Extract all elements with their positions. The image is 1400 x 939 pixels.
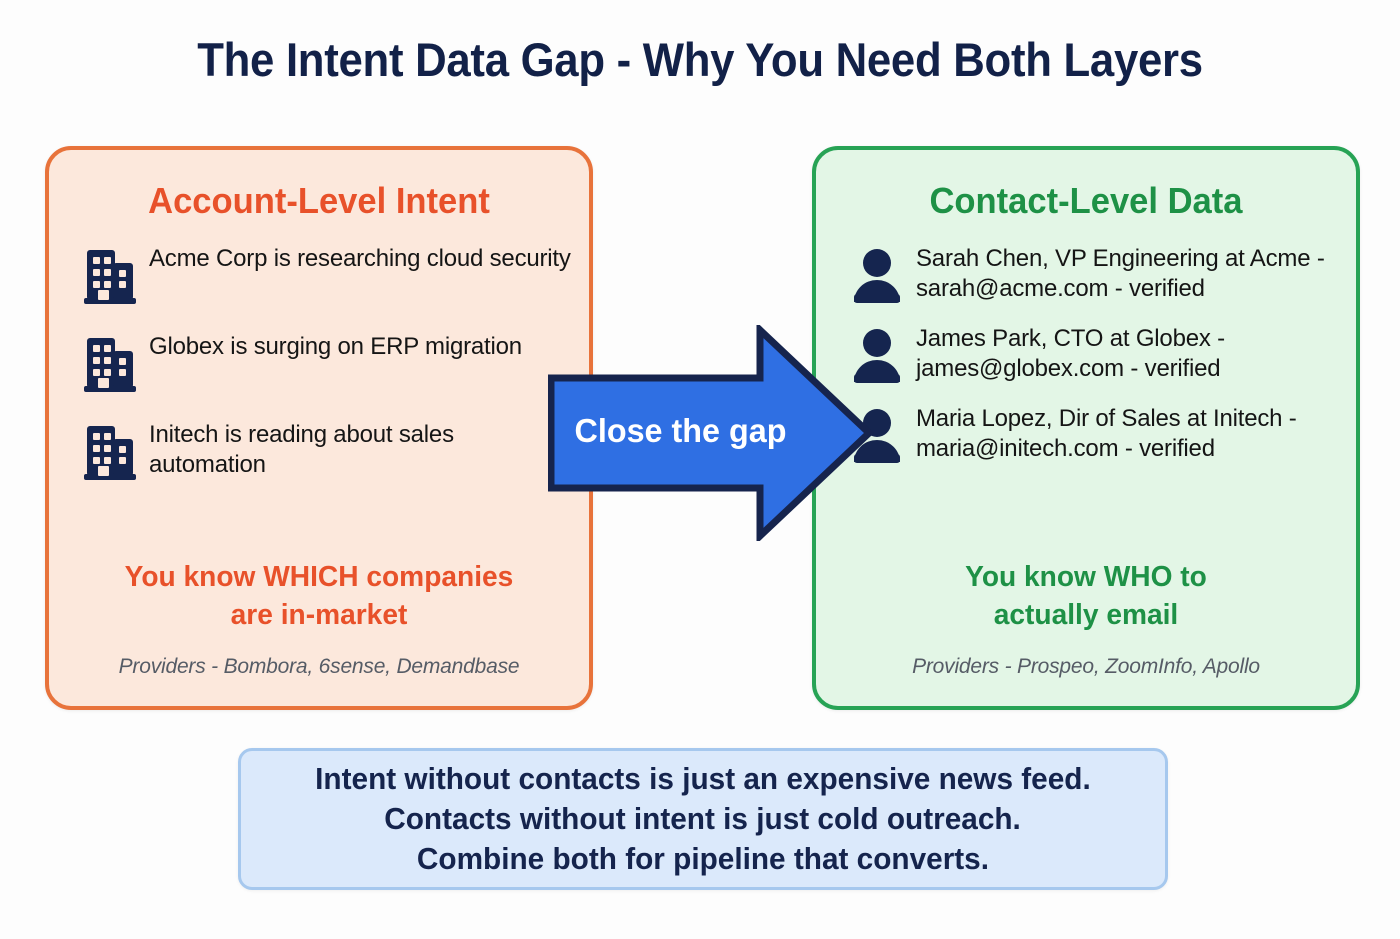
list-item: Sarah Chen, VP Engineering at Acme - sar… xyxy=(838,244,1338,306)
list-item-label: Maria Lopez, Dir of Sales at Initech - m… xyxy=(916,405,1297,463)
list-item: Acme Corp is researching cloud security xyxy=(71,244,571,306)
account-intent-list: Acme Corp is researching cloud security xyxy=(49,244,589,482)
summary-line-2: Contacts without intent is just cold out… xyxy=(384,801,1022,837)
building-icon xyxy=(71,332,149,394)
list-item: Maria Lopez, Dir of Sales at Initech - m… xyxy=(838,404,1338,466)
person-icon xyxy=(838,244,916,306)
account-card-title: Account-Level Intent xyxy=(148,180,490,221)
account-level-intent-card: Account-Level Intent xyxy=(45,146,593,710)
arrow-right-icon xyxy=(547,321,875,545)
list-item: James Park, CTO at Globex - james@globex… xyxy=(838,324,1338,386)
building-icon xyxy=(71,244,149,306)
account-providers: Providers - Bombora, 6sense, Demandbase xyxy=(118,654,520,678)
account-takeaway-line-2: are in-market xyxy=(230,599,408,632)
list-item-label: Initech is reading about sales automatio… xyxy=(149,421,454,479)
list-item-label: Sarah Chen, VP Engineering at Acme - sar… xyxy=(916,245,1325,303)
person-icon xyxy=(838,324,916,386)
contact-level-data-card: Contact-Level Data Sarah Chen, VP Engine… xyxy=(812,146,1360,710)
list-item-label: Globex is surging on ERP migration xyxy=(149,333,522,360)
account-takeaway-line-1: You know WHICH companies xyxy=(124,561,514,593)
list-item-label: James Park, CTO at Globex - james@globex… xyxy=(916,325,1225,383)
contact-card-footer: You know WHO to actually email Providers… xyxy=(816,558,1356,679)
close-the-gap-arrow: Close the gap xyxy=(547,321,875,545)
summary-line-1: Intent without contacts is just an expen… xyxy=(315,761,1091,797)
contact-providers: Providers - Prospeo, ZoomInfo, Apollo xyxy=(912,654,1260,678)
summary-line-3: Combine both for pipeline that converts. xyxy=(416,840,990,876)
summary-banner: Intent without contacts is just an expen… xyxy=(238,748,1168,890)
account-card-footer: You know WHICH companies are in-market P… xyxy=(49,558,589,679)
list-item-label: Acme Corp is researching cloud security xyxy=(149,245,571,272)
list-item: Initech is reading about sales automatio… xyxy=(71,420,571,482)
contact-takeaway-line-2: actually email xyxy=(993,599,1179,632)
list-item: Globex is surging on ERP migration xyxy=(71,332,571,394)
contact-list: Sarah Chen, VP Engineering at Acme - sar… xyxy=(816,244,1356,466)
page-title: The Intent Data Gap - Why You Need Both … xyxy=(197,33,1203,86)
contact-takeaway-line-1: You know WHO to xyxy=(965,561,1207,593)
building-icon xyxy=(71,420,149,482)
contact-card-title: Contact-Level Data xyxy=(929,180,1243,221)
